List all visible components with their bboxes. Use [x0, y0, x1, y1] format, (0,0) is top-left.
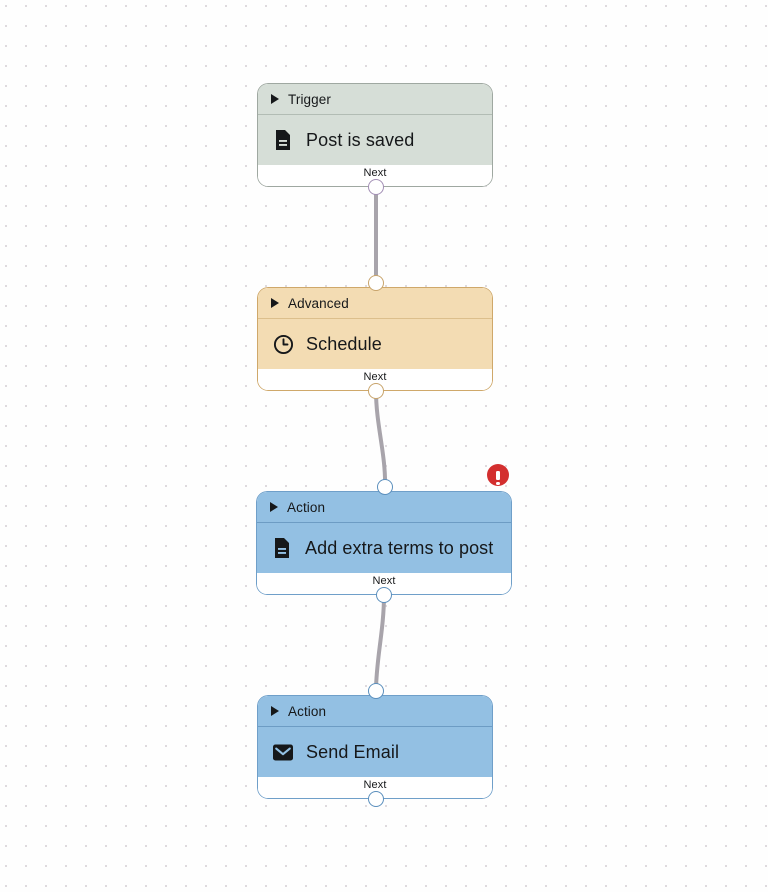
next-label: Next — [372, 575, 396, 587]
node-footer-next[interactable]: Next — [257, 573, 511, 594]
input-port-advanced[interactable] — [368, 275, 384, 291]
workflow-node-trigger[interactable]: Trigger Post is saved Next — [257, 83, 493, 187]
error-exclamation-icon[interactable] — [487, 464, 509, 486]
node-title: Send Email — [306, 741, 400, 762]
input-port-action-send-email[interactable] — [368, 683, 384, 699]
node-header-advanced[interactable]: Advanced — [258, 288, 492, 318]
node-category-label: Action — [288, 703, 327, 719]
node-body-action[interactable]: Send Email — [258, 727, 492, 777]
workflow-node-advanced[interactable]: Advanced Schedule Next — [257, 287, 493, 391]
disclosure-triangle-icon[interactable] — [271, 298, 279, 308]
disclosure-triangle-icon[interactable] — [271, 706, 279, 716]
node-header-action[interactable]: Action — [257, 492, 511, 522]
workflow-node-action-add-terms[interactable]: Action Add extra terms to post Next — [256, 491, 512, 595]
node-title: Schedule — [306, 333, 382, 354]
clock-icon — [272, 333, 294, 355]
node-footer-next[interactable]: Next — [258, 369, 492, 390]
node-body-advanced[interactable]: Schedule — [258, 319, 492, 369]
document-icon — [272, 129, 294, 151]
document-icon — [271, 537, 293, 559]
node-title: Post is saved — [306, 129, 415, 150]
next-label: Next — [363, 167, 387, 179]
envelope-icon — [272, 741, 294, 763]
node-divider — [258, 318, 492, 319]
output-port-advanced[interactable] — [368, 383, 384, 399]
input-port-action-add-terms[interactable] — [377, 479, 393, 495]
node-header-action[interactable]: Action — [258, 696, 492, 726]
node-divider — [257, 522, 511, 523]
error-exclamation-mark — [496, 470, 501, 485]
node-divider — [258, 114, 492, 115]
node-footer-next[interactable]: Next — [258, 165, 492, 186]
node-divider — [258, 726, 492, 727]
node-title: Add extra terms to post — [305, 537, 494, 558]
node-category-label: Advanced — [288, 295, 349, 311]
output-port-action-send-email[interactable] — [368, 791, 384, 807]
node-header-trigger[interactable]: Trigger — [258, 84, 492, 114]
node-body-action[interactable]: Add extra terms to post — [257, 523, 511, 573]
connector-action-terms-to-send-email — [374, 593, 386, 693]
output-port-action-add-terms[interactable] — [376, 587, 392, 603]
disclosure-triangle-icon[interactable] — [271, 94, 279, 104]
node-footer-next[interactable]: Next — [258, 777, 492, 798]
next-label: Next — [363, 371, 387, 383]
next-label: Next — [363, 779, 387, 791]
node-body-trigger[interactable]: Post is saved — [258, 115, 492, 165]
node-category-label: Trigger — [288, 91, 331, 107]
node-category-label: Action — [287, 499, 326, 515]
disclosure-triangle-icon[interactable] — [270, 502, 278, 512]
connector-advanced-to-action-terms — [374, 389, 388, 489]
output-port-trigger[interactable] — [368, 179, 384, 195]
workflow-node-action-send-email[interactable]: Action Send Email Next — [257, 695, 493, 799]
